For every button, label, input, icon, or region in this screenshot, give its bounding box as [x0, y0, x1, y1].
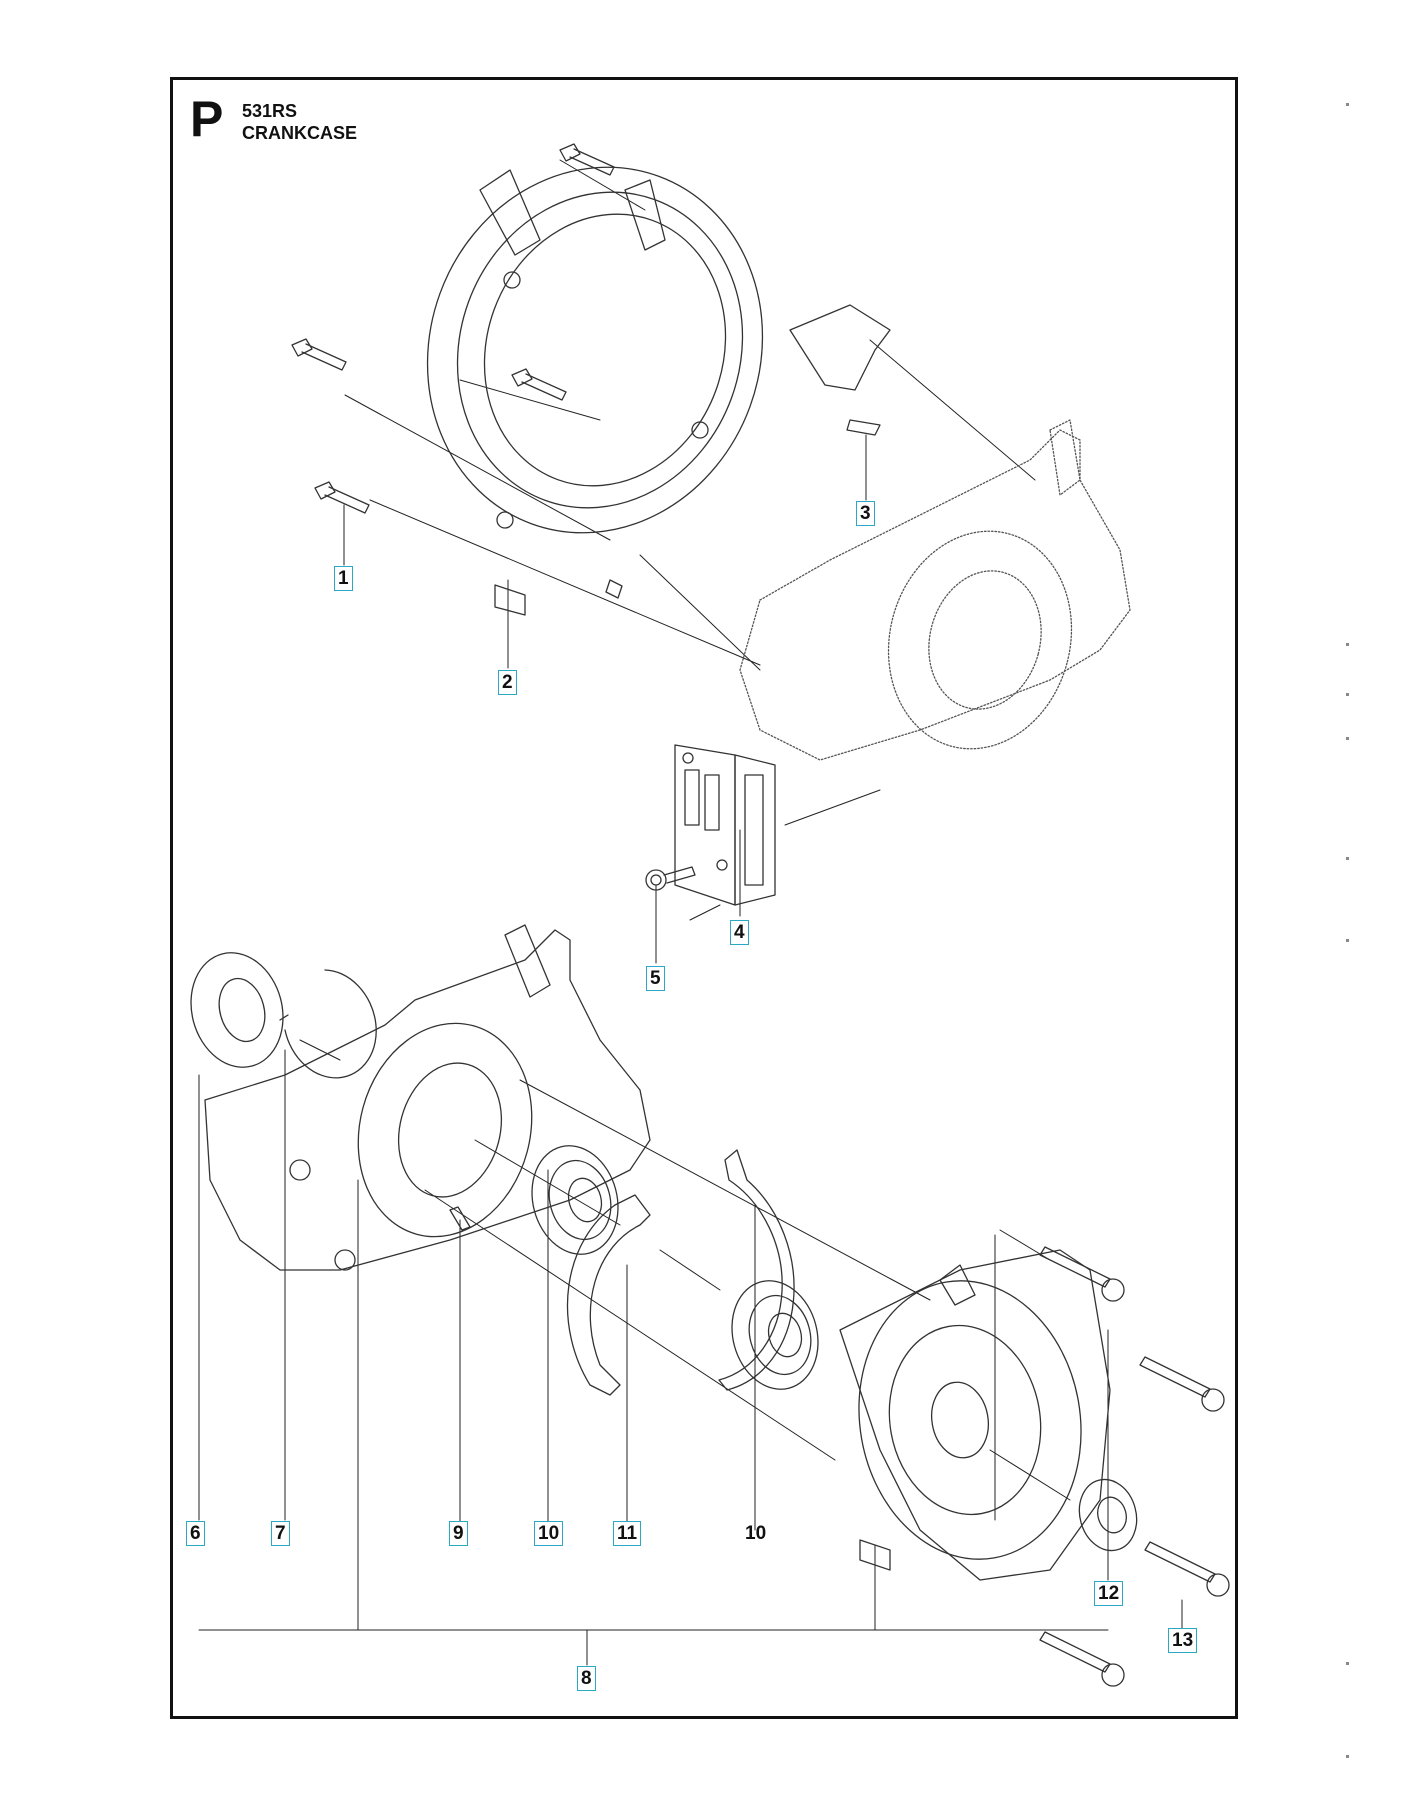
callout-13: 13 — [1168, 1628, 1198, 1653]
seal-part-12 — [1078, 1478, 1138, 1552]
model-number: 531RS — [242, 101, 298, 121]
clip-part-3 — [789, 304, 891, 436]
screw-part-5 — [645, 866, 696, 891]
callout-7: 7 — [271, 1521, 290, 1546]
section-letter: P — [190, 91, 224, 147]
leader-lines — [198, 159, 1183, 1666]
screw-part-1 — [291, 143, 615, 514]
callout-11: 11 — [613, 1521, 642, 1546]
crankcase-half-upper — [739, 419, 1131, 761]
crankcase-part-8 — [204, 924, 651, 1271]
callout-4: 4 — [730, 920, 749, 945]
callout-3: 3 — [856, 501, 875, 526]
gasket-part-11 — [566, 1149, 795, 1396]
callout-10-left: 10 — [534, 1521, 564, 1546]
plate-part-4 — [674, 744, 776, 906]
callout-2: 2 — [498, 670, 517, 695]
callout-5: 5 — [646, 966, 665, 991]
callout-12: 12 — [1094, 1581, 1124, 1606]
dowel-part-9 — [449, 1206, 471, 1231]
screw-part-13 — [1039, 1246, 1230, 1687]
callout-6: 6 — [186, 1521, 205, 1546]
crankcase-half-clutch-side — [839, 1249, 1111, 1581]
diagram-frame — [170, 77, 1238, 1719]
callout-8: 8 — [577, 1666, 596, 1691]
bearing-part-10-left — [531, 1145, 619, 1255]
cover-part-2 — [426, 166, 764, 616]
callout-1: 1 — [334, 566, 353, 591]
seal-part-6 — [190, 952, 284, 1068]
bearing-part-10-right — [731, 1280, 819, 1390]
callout-9: 9 — [449, 1521, 468, 1546]
diagram-title: CRANKCASE — [242, 123, 358, 143]
circlip-part-7 — [279, 969, 377, 1079]
callout-10-right: 10 — [745, 1523, 767, 1544]
